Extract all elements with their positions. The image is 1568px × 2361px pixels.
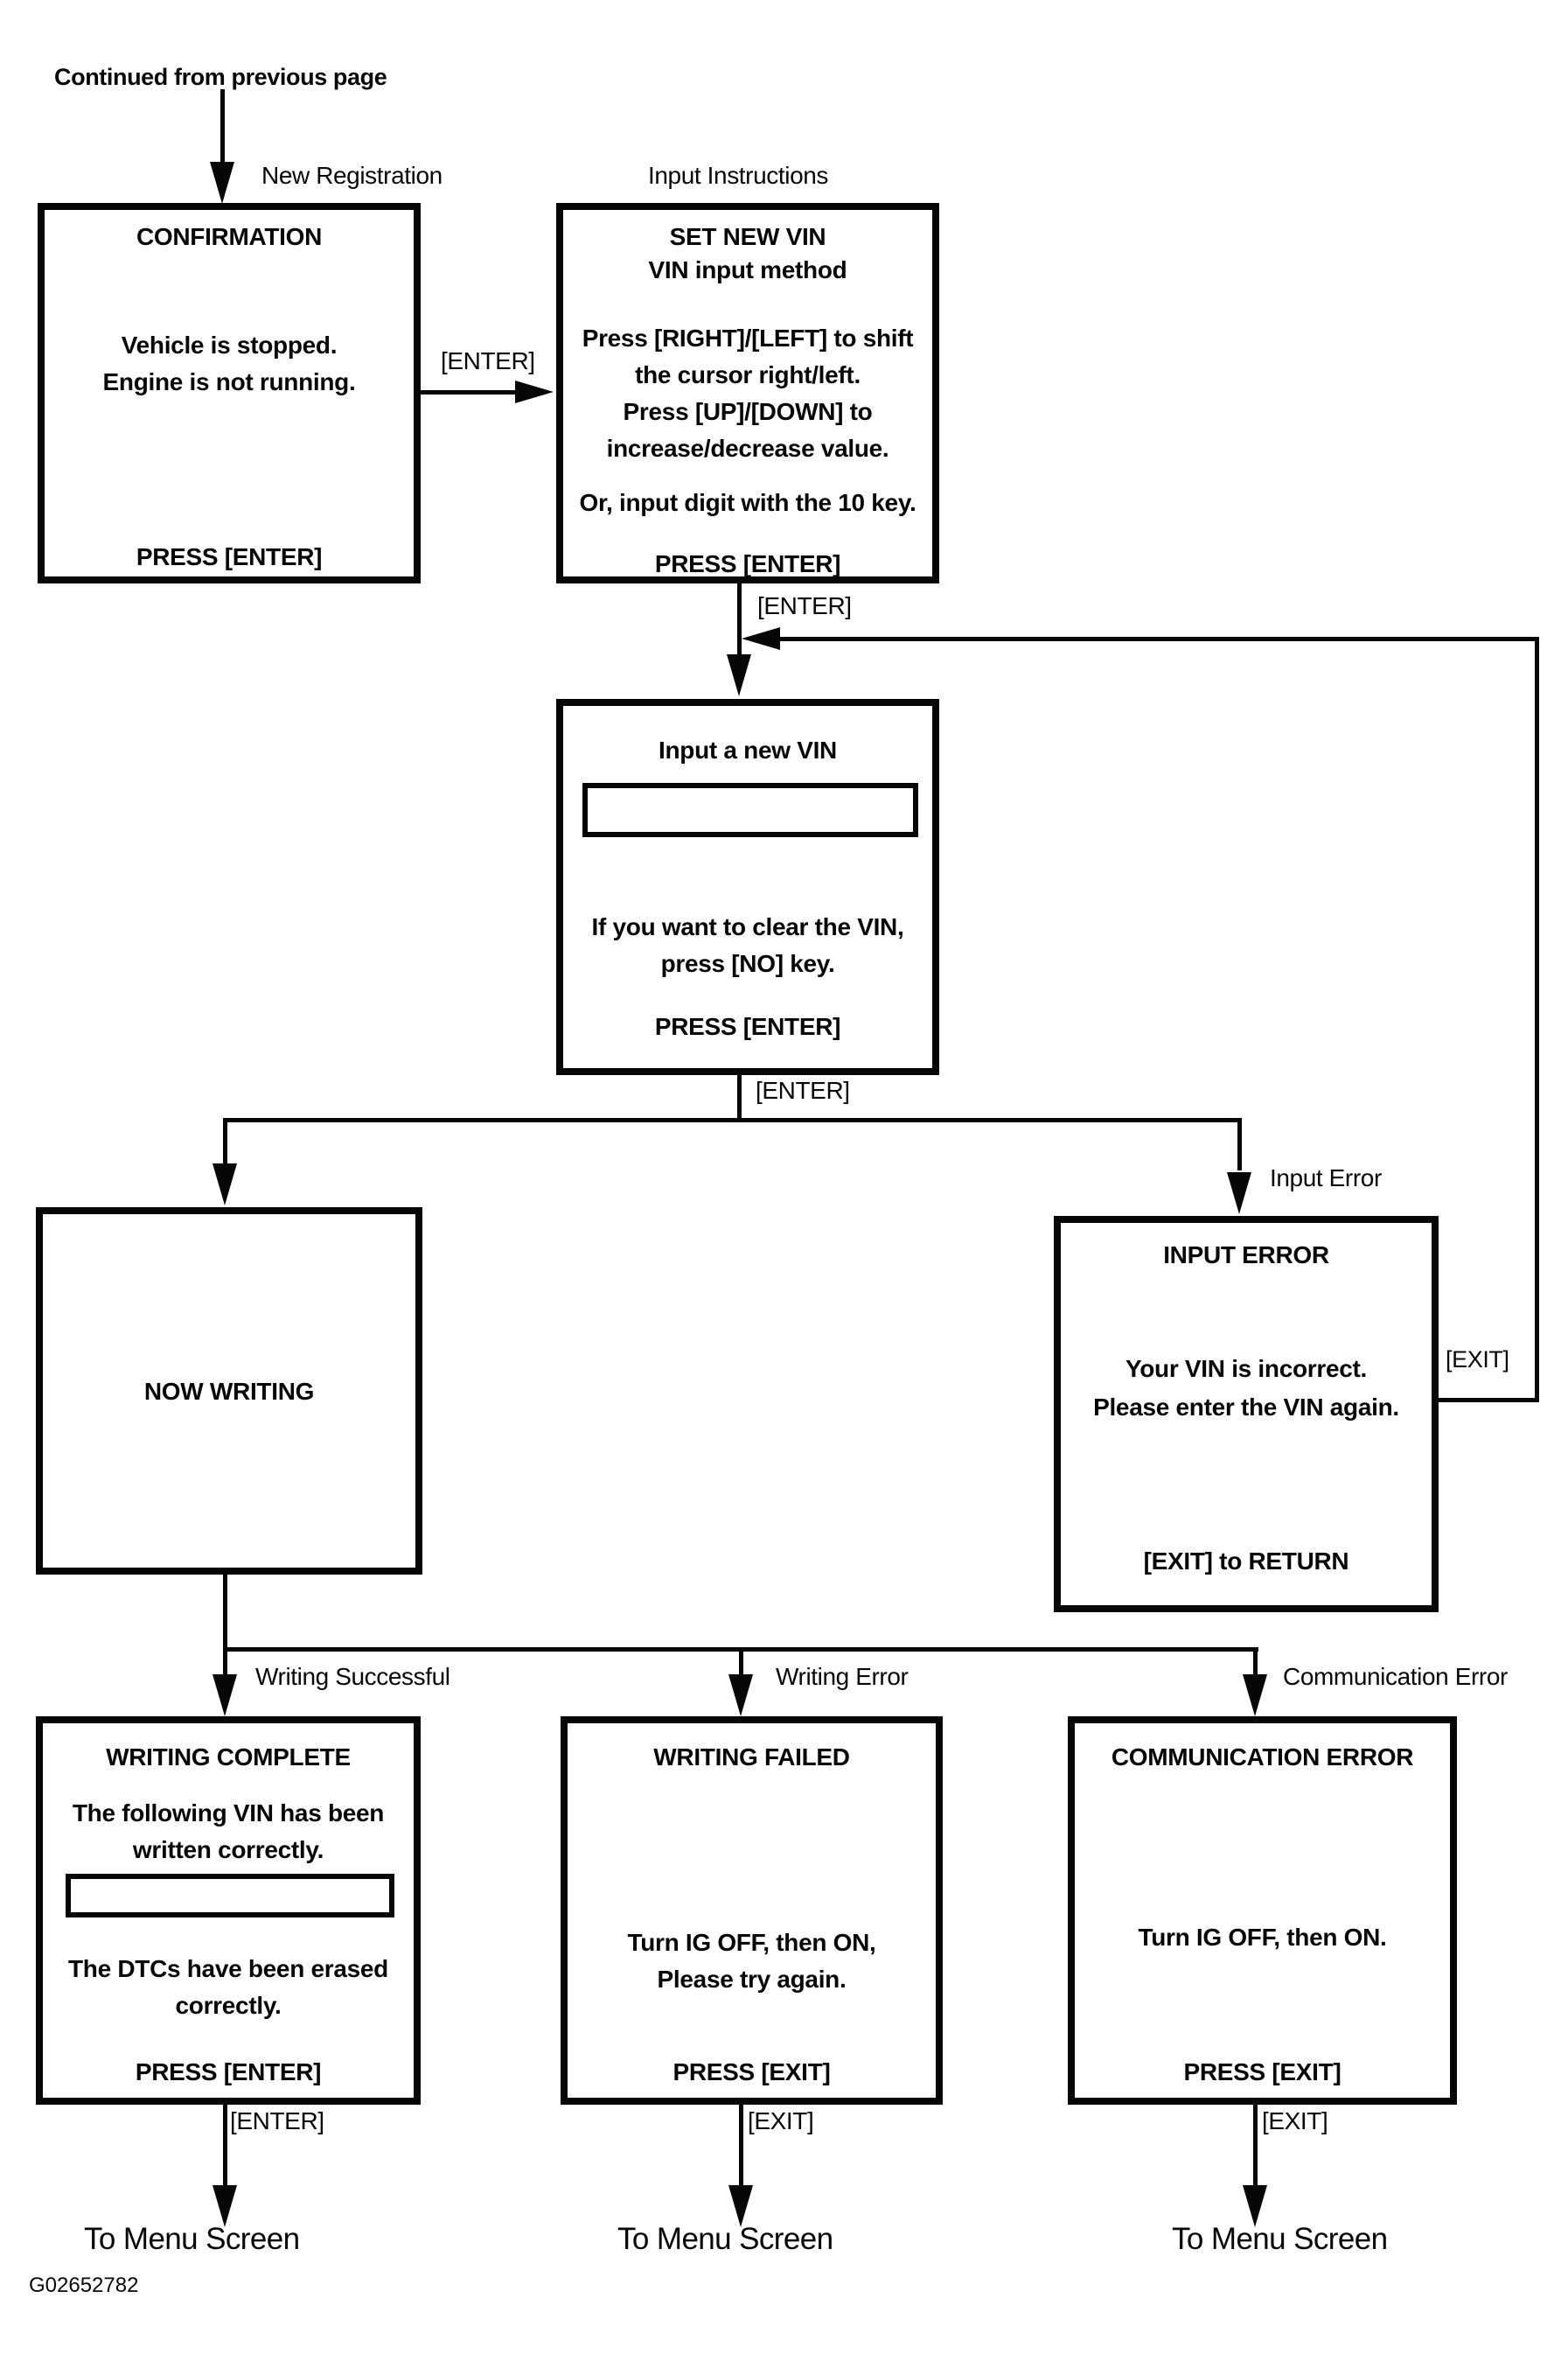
to-menu-screen-label-2: To Menu Screen	[617, 2222, 833, 2256]
figure-code: G02652782	[29, 2274, 139, 2297]
node-input-new-vin-title: Input a new VIN	[659, 737, 837, 764]
node-input-error-body-line: Your VIN is incorrect.	[1125, 1355, 1368, 1382]
edge-confirm-to-instructions-line	[421, 390, 519, 395]
edge-label-exit-return-loop: [EXIT]	[1446, 1346, 1509, 1373]
edge-instructions-to-input-line	[737, 583, 742, 655]
edge-nowwriting-stem-line	[223, 1575, 227, 1652]
node-input-new-vin: Input a new VIN If you want to clear the…	[556, 699, 939, 1075]
node-input-error-action: [EXIT] to RETURN	[1143, 1547, 1349, 1575]
edge-label-exit-failed: [EXIT]	[748, 2107, 814, 2134]
branch2-drop2-line	[739, 1647, 743, 1678]
node-input-error-body-line: Please enter the VIN again.	[1093, 1394, 1399, 1421]
down-arrow-head-icon	[1243, 1674, 1267, 1716]
branch2-drop1-line	[223, 1647, 227, 1678]
return-loop-exit-stub-line	[1439, 1398, 1537, 1402]
node-writing-complete-title: WRITING COMPLETE	[106, 1743, 351, 1771]
node-set-new-vin-body-line: Press [UP]/[DOWN] to	[623, 398, 873, 425]
node-input-new-vin-action: PRESS [ENTER]	[654, 1013, 841, 1040]
entry-arrow-line	[220, 89, 225, 166]
to-menu-screen-label-1: To Menu Screen	[84, 2222, 300, 2256]
node-writing-complete-body-line: correctly.	[175, 1992, 282, 2019]
edge-label-writing-successful: Writing Successful	[255, 1663, 450, 1690]
to-menu-screen-label-3: To Menu Screen	[1172, 2222, 1388, 2256]
right-arrow-head-icon	[515, 381, 554, 403]
down-arrow-head-icon	[728, 2185, 753, 2227]
exit1-line	[223, 2105, 227, 2189]
node-writing-complete-body-line: The DTCs have been erased	[68, 1955, 388, 1982]
continued-from-label: Continued from previous page	[54, 64, 387, 90]
node-writing-failed-body-line: Please try again.	[657, 1966, 847, 1993]
node-set-new-vin-body-line: increase/decrease value.	[606, 435, 889, 462]
node-set-new-vin-note: Or, input digit with the 10 key.	[579, 489, 916, 516]
node-input-error: INPUT ERROR Your VIN is incorrect. Pleas…	[1054, 1216, 1439, 1612]
node-writing-failed: WRITING FAILED Turn IG OFF, then ON, Ple…	[561, 1716, 943, 2105]
edge-label-enter-instructions: [ENTER]	[757, 592, 852, 619]
node-set-new-vin-title: SET NEW VIN	[669, 223, 826, 250]
node-input-new-vin-body-line: press [NO] key.	[660, 950, 835, 977]
node-set-new-vin-body-line: the cursor right/left.	[635, 361, 861, 388]
node-set-new-vin-body-line: Press [RIGHT]/[LEFT] to shift	[582, 325, 914, 352]
return-loop-right-line	[1535, 637, 1539, 1402]
node-input-new-vin-body-line: If you want to clear the VIN,	[591, 913, 904, 940]
node-writing-failed-title: WRITING FAILED	[653, 1743, 850, 1771]
node-writing-failed-body-line: Turn IG OFF, then ON,	[627, 1929, 876, 1956]
node-communication-error-action: PRESS [EXIT]	[1183, 2058, 1342, 2085]
branch2-drop3-line	[1253, 1647, 1258, 1678]
node-set-new-vin-subtitle: VIN input method	[648, 256, 847, 283]
node-confirmation-body-line: Engine is not running.	[102, 368, 356, 395]
branch1-right-drop-line	[1237, 1118, 1242, 1170]
node-confirmation-action: PRESS [ENTER]	[136, 543, 323, 570]
edge-label-enter-confirm: [ENTER]	[441, 347, 535, 374]
edge-label-input-error: Input Error	[1270, 1164, 1382, 1191]
node-confirmation-body-line: Vehicle is stopped.	[121, 332, 338, 359]
left-arrow-head-icon	[742, 627, 780, 650]
edge-label-writing-error: Writing Error	[776, 1663, 909, 1690]
edge-input-branch-stem-line	[737, 1075, 742, 1122]
return-loop-top-line	[752, 637, 1537, 641]
node-communication-error-body-line: Turn IG OFF, then ON.	[1138, 1924, 1387, 1951]
node-set-new-vin-action: PRESS [ENTER]	[654, 550, 841, 577]
node-writing-failed-action: PRESS [EXIT]	[672, 2058, 831, 2085]
node-now-writing: NOW WRITING	[36, 1207, 422, 1575]
vin-result-field	[66, 1874, 394, 1917]
edge-label-new-registration: New Registration	[261, 162, 443, 189]
entry-arrow-head-icon	[210, 162, 234, 204]
node-input-error-title: INPUT ERROR	[1163, 1241, 1329, 1268]
node-communication-error-title: COMMUNICATION ERROR	[1111, 1743, 1414, 1771]
edge-label-enter-complete: [ENTER]	[230, 2107, 324, 2134]
node-confirmation-title: CONFIRMATION	[136, 223, 323, 250]
node-confirmation: CONFIRMATION Vehicle is stopped. Engine …	[38, 203, 421, 583]
exit2-line	[739, 2105, 743, 2189]
exit3-line	[1253, 2105, 1258, 2189]
node-now-writing-title: NOW WRITING	[143, 1378, 315, 1405]
node-writing-complete-action: PRESS [ENTER]	[135, 2058, 322, 2085]
edge-label-communication-error: Communication Error	[1283, 1663, 1508, 1690]
node-set-new-vin: SET NEW VIN VIN input method Press [RIGH…	[556, 203, 939, 583]
edge-label-enter-vin-submit: [ENTER]	[756, 1077, 850, 1104]
branch-line-1	[223, 1118, 1241, 1122]
down-arrow-head-icon	[1243, 2185, 1267, 2227]
edge-label-exit-comm-error: [EXIT]	[1262, 2107, 1328, 2134]
branch1-left-drop-line	[223, 1118, 227, 1165]
down-arrow-head-icon	[213, 1163, 237, 1205]
down-arrow-head-icon	[728, 1674, 753, 1716]
node-writing-complete-body-line: The following VIN has been	[72, 1799, 385, 1827]
down-arrow-head-icon	[213, 2185, 237, 2227]
node-writing-complete: WRITING COMPLETE The following VIN has b…	[36, 1716, 421, 2105]
down-arrow-head-icon	[213, 1674, 237, 1716]
node-writing-complete-body-line: written correctly.	[132, 1836, 324, 1863]
down-arrow-head-icon	[727, 654, 751, 696]
down-arrow-head-icon	[1227, 1172, 1251, 1214]
node-communication-error: COMMUNICATION ERROR Turn IG OFF, then ON…	[1068, 1716, 1457, 2105]
vin-input-field	[582, 783, 918, 837]
edge-label-input-instructions: Input Instructions	[648, 162, 829, 189]
